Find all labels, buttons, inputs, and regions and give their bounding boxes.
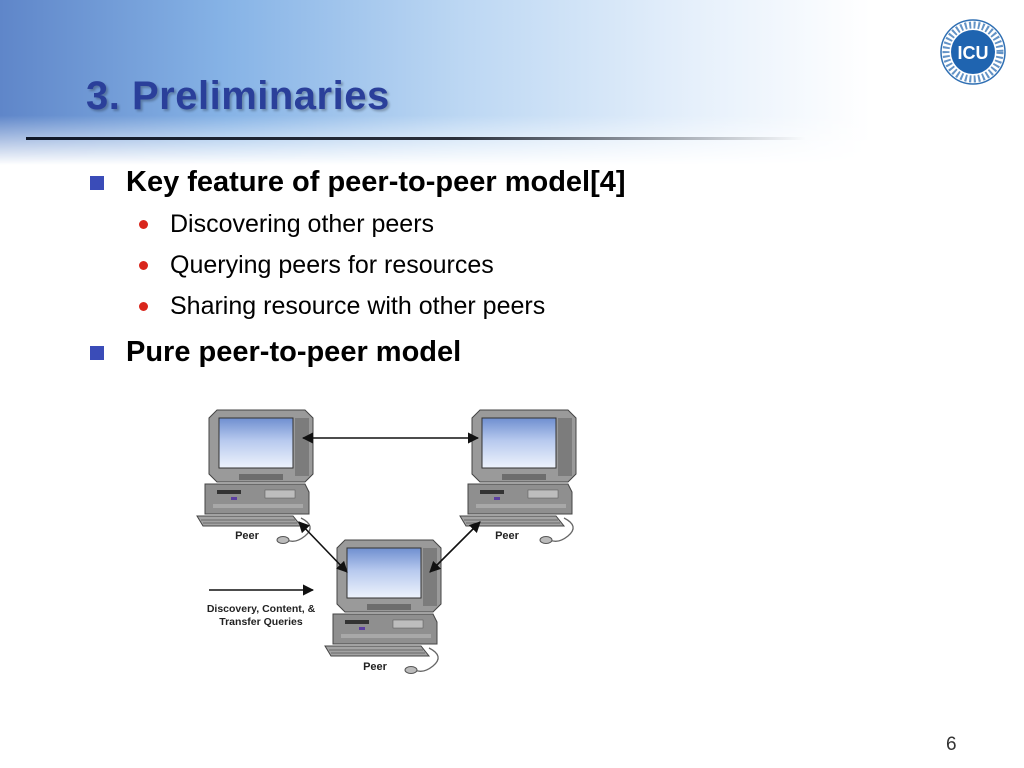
peer-computer-icon — [324, 539, 442, 675]
dot-bullet-icon — [139, 220, 148, 229]
title-underline — [26, 137, 806, 140]
dot-bullet-icon — [139, 261, 148, 270]
p2p-diagram: Peer Peer Peer Discovery, Content, & Tra… — [196, 409, 577, 675]
sub-bullet-item: Discovering other peers — [139, 210, 434, 239]
sub-bullet-item: Querying peers for resources — [139, 251, 494, 280]
bullet-item: Pure peer-to-peer model — [90, 336, 461, 369]
peer-label: Peer — [235, 530, 260, 542]
legend-text: Discovery, Content, & — [207, 603, 316, 615]
logo-text: ICU — [958, 43, 989, 63]
legend-text: Transfer Queries — [219, 616, 303, 628]
bullet-text: Pure peer-to-peer model — [126, 336, 462, 368]
slide-title: 3. Preliminaries — [86, 74, 390, 118]
slide-number: 6 — [946, 734, 957, 755]
sub-bullet-item: Sharing resource with other peers — [139, 292, 545, 321]
sub-bullet-text: Discovering other peers — [170, 210, 435, 238]
peer-label: Peer — [363, 661, 388, 673]
bullet-text: Key feature of peer-to-peer model[4] — [126, 166, 626, 198]
icu-logo: ICU — [940, 19, 1006, 85]
peer-label: Peer — [495, 530, 520, 542]
square-bullet-icon — [90, 175, 104, 190]
square-bullet-icon — [90, 345, 104, 360]
connection-arrow — [298, 521, 348, 573]
peer-computer-icon — [196, 409, 314, 545]
sub-bullet-text: Sharing resource with other peers — [170, 292, 546, 320]
bullet-item: Key feature of peer-to-peer model[4] — [90, 166, 626, 199]
dot-bullet-icon — [139, 302, 148, 311]
connection-arrow — [429, 521, 481, 573]
sub-bullet-text: Querying peers for resources — [170, 251, 494, 279]
